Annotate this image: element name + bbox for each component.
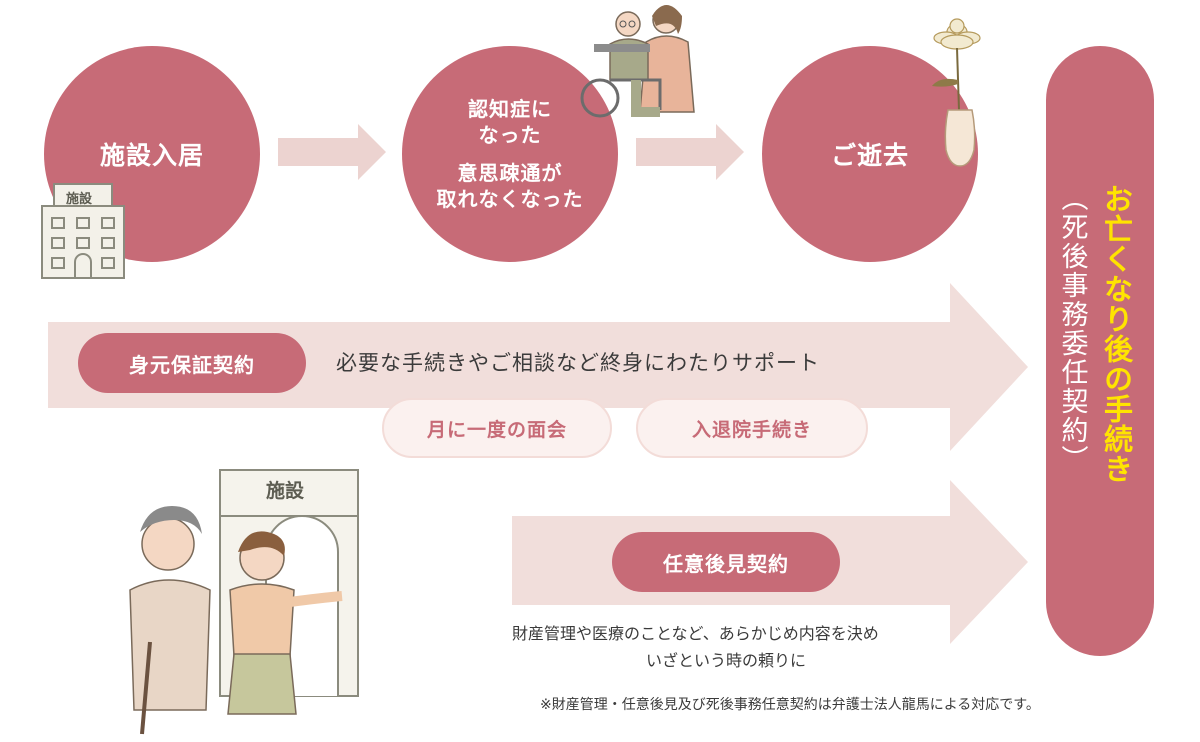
building-icon: 施設 [38,183,128,280]
voluntary-guardianship-contract-badge: 任意後見契約 [612,532,840,592]
step-arrow-1 [278,124,386,180]
footnote: ※財産管理・任意後見及び死後事務任意契約は弁護士法人龍馬による対応です。 [540,697,1040,713]
monthly-visit-label: 月に一度の面会 [426,418,567,441]
identity-guarantee-contract-label: 身元保証契約 [129,352,255,377]
step-dementia: 認知症に なった 意思疎通が 取れなくなった [402,46,618,262]
building-sign-large: 施設 [266,480,305,502]
facility-caregiver-illustration [129,469,359,735]
posthumous-affairs-contract-subtitle: （死後事務委任契約） [1056,184,1088,474]
step-dementia-line3: 意思疎通が [457,161,563,185]
guardianship-description-line1: 財産管理や医療のことなど、あらかじめ内容を決め [512,624,879,643]
step-dementia-line1: 認知症に [468,97,552,121]
wheelchair-caregiver-illustration [580,5,695,118]
posthumous-procedures-panel [1046,46,1154,656]
support-arrow [48,283,1028,451]
identity-guarantee-contract-badge: 身元保証契約 [78,333,306,393]
voluntary-guardianship-contract-label: 任意後見契約 [663,551,789,576]
building-sign-small: 施設 [66,192,93,207]
guardianship-description-line2: いざという時の頼りに [646,651,807,670]
step-passing-label: ご逝去 [830,141,909,170]
monthly-visit-badge: 月に一度の面会 [382,398,612,458]
step-dementia-line2: なった [478,123,542,147]
step-passing: ご逝去 [762,46,978,262]
step-move-in-label: 施設入居 [99,141,204,170]
step-arrow-2 [636,124,744,180]
posthumous-procedures-title: お亡くなり後の手続き [1099,184,1134,484]
step-dementia-line4: 取れなくなった [436,187,584,211]
flower-vase-illustration [932,18,981,167]
hospital-procedure-badge: 入退院手続き [636,398,868,458]
support-description: 必要な手続きやご相談など終身にわたりサポート [336,351,820,375]
hospital-procedure-label: 入退院手続き [691,418,812,441]
